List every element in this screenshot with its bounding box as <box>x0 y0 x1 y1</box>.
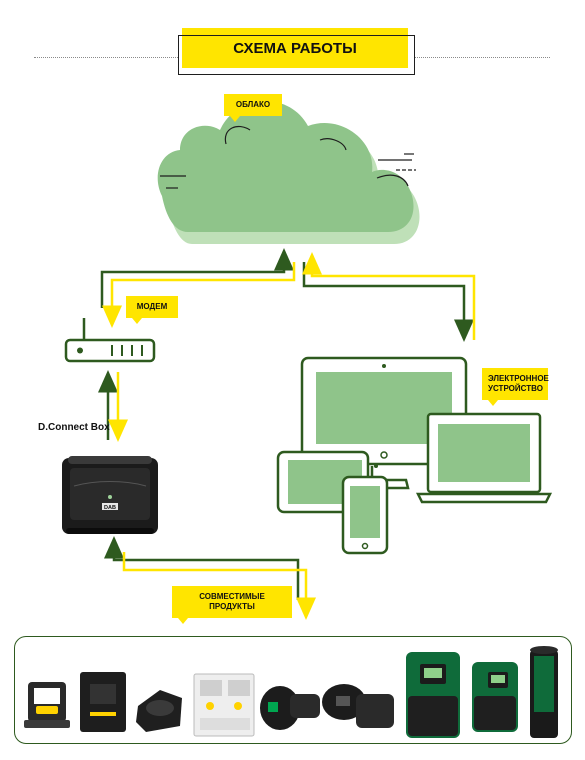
title-frame <box>178 35 415 75</box>
page-title-text: СХЕМА РАБОТЫ <box>233 39 357 57</box>
dconnect-box-device <box>62 456 158 534</box>
label-dconnect: D.Connect Box <box>38 422 110 433</box>
modem-icon <box>64 318 156 363</box>
product-inverter <box>80 672 126 732</box>
arrow-cloud-to-modem <box>102 262 296 328</box>
product-circulator-pump <box>24 682 70 728</box>
title-dotted-rule-left <box>34 57 178 58</box>
arrow-device-to-cloud <box>302 252 476 340</box>
products-panel <box>14 636 572 744</box>
page-title: СХЕМА РАБОТЫ <box>182 28 408 68</box>
label-dconnect-text: D.Connect Box <box>38 422 110 433</box>
product-diver-pump <box>530 646 558 738</box>
laptop-icon <box>415 412 553 504</box>
product-control-panel <box>193 673 255 737</box>
tag-cloud: ОБЛАКО <box>224 94 282 122</box>
arrow-cloud-to-device <box>302 262 474 342</box>
product-esybox <box>406 652 460 738</box>
monitor-icon <box>300 356 468 490</box>
box-logo: DAB <box>104 505 116 511</box>
tag-device: ЭЛЕКТРОННОЕ УСТРОЙСТВО <box>482 368 549 406</box>
arrow-modem-to-cloud <box>100 248 294 308</box>
products-strip <box>24 646 558 738</box>
product-esybox-mini <box>472 662 518 732</box>
tag-device-text: ЭЛЕКТРОННОЕ УСТРОЙСТВО <box>488 374 549 393</box>
tag-products: СОВМЕСТИМЫЕ ПРОДУКТЫ <box>172 586 292 624</box>
diagram-canvas: DAB <box>62 100 553 620</box>
product-pump-b <box>322 684 394 728</box>
tag-modem-text: МОДЕМ <box>136 302 168 311</box>
tag-cloud-text: ОБЛАКО <box>235 100 271 109</box>
tag-modem: МОДЕМ <box>126 296 178 324</box>
tag-products-text: СОВМЕСТИМЫЕ ПРОДУКТЫ <box>199 592 265 611</box>
product-pump-a <box>260 686 320 730</box>
cloud-icon <box>157 100 416 232</box>
product-controller <box>136 690 182 732</box>
title-dotted-rule-right <box>414 57 550 58</box>
arrow-products-to-box <box>104 536 300 600</box>
phone-icon <box>341 475 389 555</box>
arrow-box-to-products <box>122 552 316 620</box>
